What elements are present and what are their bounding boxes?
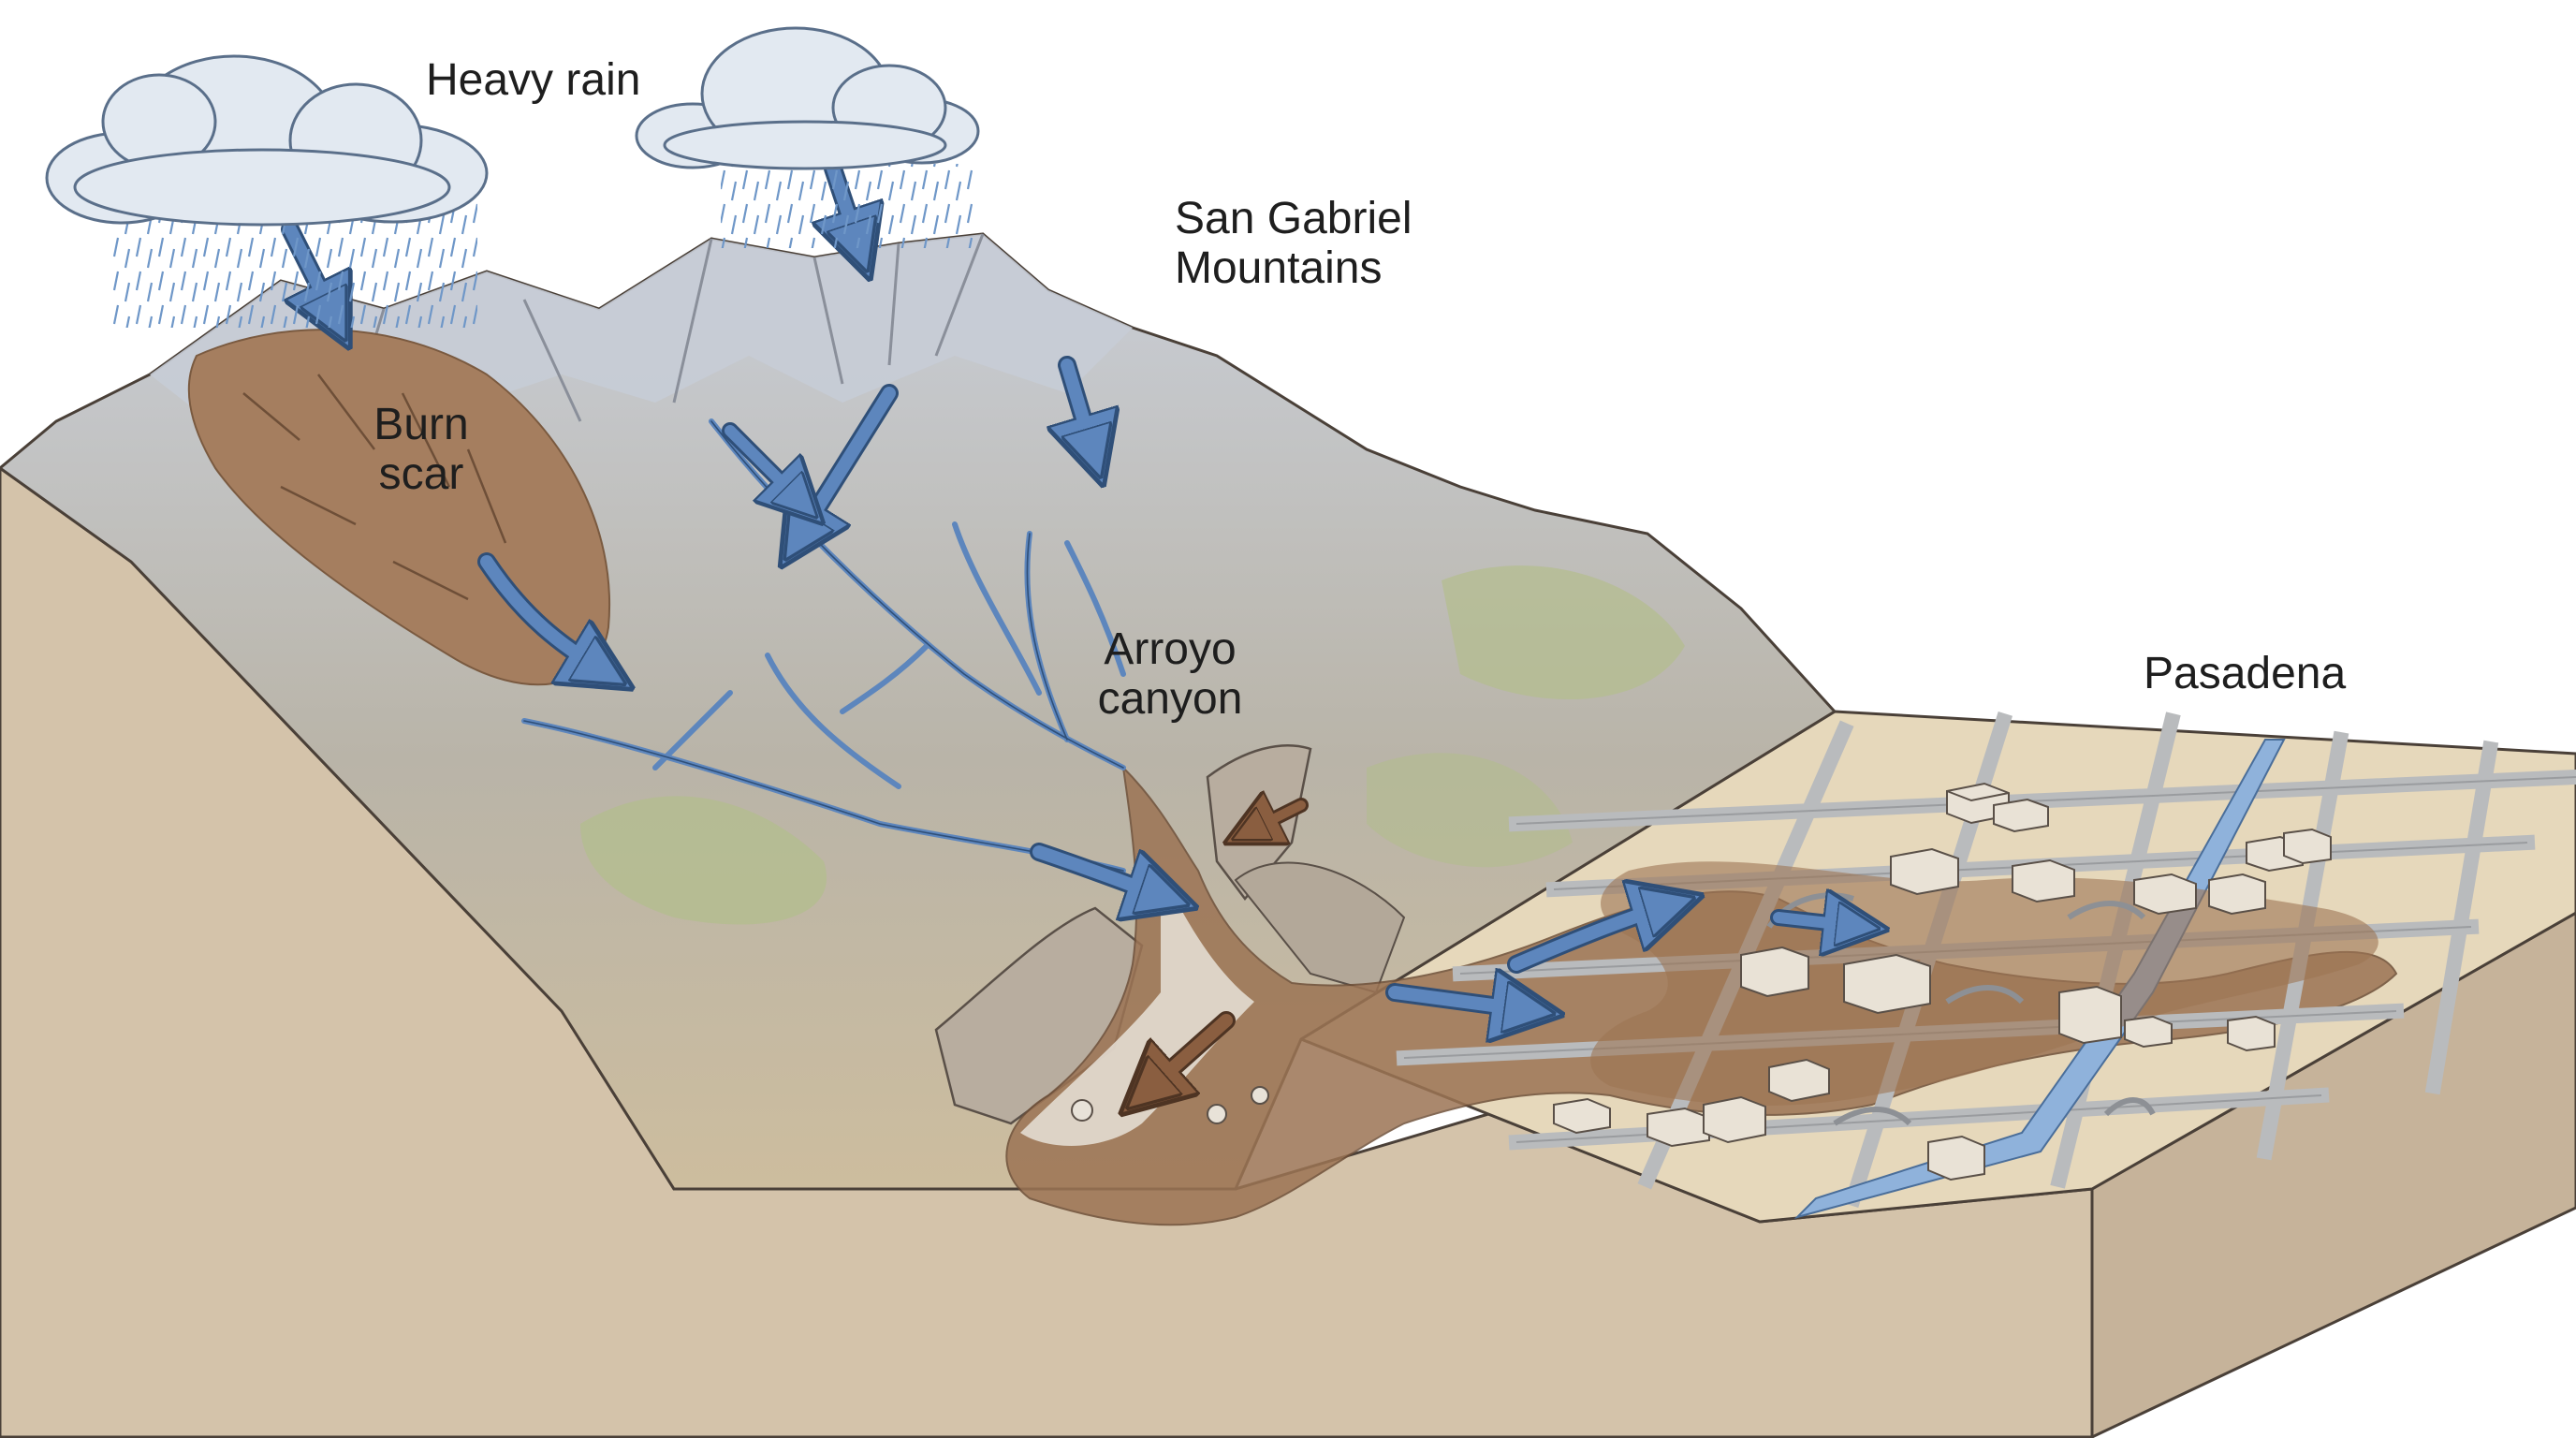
rain-icon bbox=[721, 164, 973, 248]
mountains-label-line2: Mountains bbox=[1175, 242, 1383, 293]
mud-foam bbox=[1020, 871, 1254, 1146]
building-icon bbox=[1993, 798, 2049, 833]
arroyo-canyon-label-line1: Arroyo bbox=[1104, 624, 1237, 674]
bridge-icon bbox=[2067, 901, 2146, 920]
building-icon bbox=[2012, 858, 2075, 903]
mountains-label: San Gabriel Mountains bbox=[1175, 194, 1412, 294]
building-icon bbox=[1647, 1107, 1710, 1148]
building-icon bbox=[2227, 1015, 2276, 1052]
building-icon bbox=[2133, 873, 2197, 916]
building-icon bbox=[1843, 953, 1931, 1015]
cloud-icon bbox=[45, 54, 489, 227]
city-label-text: Pasadena bbox=[2144, 649, 2347, 698]
cloud-icon bbox=[635, 26, 980, 170]
vegetation bbox=[580, 796, 827, 925]
building-icon bbox=[1890, 847, 1959, 896]
bridge-icon bbox=[1945, 985, 2025, 1005]
burn-scar-label-line2: scar bbox=[378, 448, 464, 499]
flow-arrows bbox=[281, 159, 1863, 1095]
arroyo-canyon-label: Arroyo canyon bbox=[1076, 624, 1264, 725]
bridge-icon bbox=[2103, 1097, 2156, 1117]
building-icon bbox=[1740, 946, 1809, 998]
heavy-rain-label: Heavy rain bbox=[426, 55, 641, 106]
building-icon bbox=[1553, 1097, 1611, 1135]
cloud-right bbox=[635, 26, 980, 248]
heavy-rain-text: Heavy rain bbox=[426, 55, 641, 105]
building-icon bbox=[1927, 1135, 1985, 1181]
city-label: Pasadena bbox=[2144, 649, 2347, 699]
building-icon bbox=[2058, 985, 2122, 1045]
burn-scar-label: Burn scar bbox=[351, 400, 491, 500]
bridge-icon bbox=[1833, 1107, 1912, 1126]
building-icon bbox=[1703, 1095, 1766, 1144]
arroyo-canyon-label-line2: canyon bbox=[1097, 673, 1243, 724]
city-buildings bbox=[1553, 782, 2332, 1181]
mountains-label-line1: San Gabriel bbox=[1175, 194, 1412, 243]
building-icon bbox=[2283, 828, 2332, 865]
burn-scar-label-line1: Burn bbox=[373, 400, 469, 449]
building-icon bbox=[2124, 1015, 2173, 1049]
cloud-left bbox=[45, 54, 489, 328]
building-icon bbox=[2208, 873, 2266, 916]
canal bbox=[1793, 739, 2286, 1219]
building-icon bbox=[1768, 1058, 1830, 1103]
